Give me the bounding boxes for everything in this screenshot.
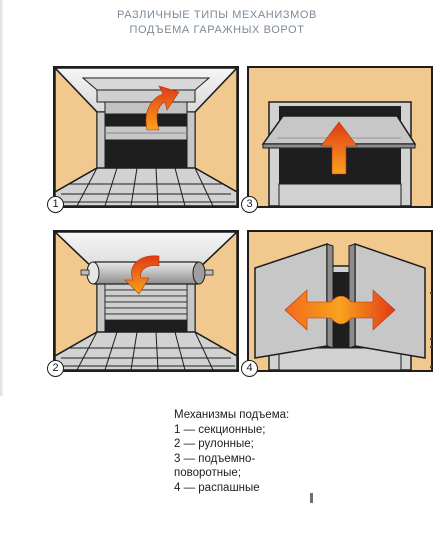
legend-title: Механизмы подъема: <box>174 409 290 421</box>
text-cursor <box>310 493 313 503</box>
roller-door-icon <box>55 232 237 370</box>
panel-up-and-over-door: 3 <box>241 66 433 213</box>
roll-down-arrow-icon <box>124 255 160 295</box>
edge-mark <box>430 366 432 368</box>
edge-mark <box>430 292 432 294</box>
legend-item: 4 — распашные <box>174 481 260 494</box>
legend-item: 3 — подъемно- <box>174 452 256 465</box>
panel-roller-door: 2 <box>47 230 239 377</box>
panel-number-badge: 1 <box>47 196 64 213</box>
panel-number-badge: 2 <box>47 360 64 377</box>
sectional-door-icon <box>55 68 237 206</box>
panel-number-badge: 3 <box>241 196 258 213</box>
title-line-1: РАЗЛИЧНЫЕ ТИПЫ МЕХАНИЗМОВ <box>117 9 317 21</box>
panel-number-badge: 4 <box>241 360 258 377</box>
curved-up-arrow-icon <box>145 85 180 131</box>
edge-mark <box>430 338 432 340</box>
up-and-over-door-icon <box>249 68 431 206</box>
page-title: РАЗЛИЧНЫЕ ТИПЫ МЕХАНИЗМОВ ПОДЪЕМА ГАРАЖН… <box>0 8 434 38</box>
legend: Механизмы подъема: 1 — секционные; 2 — р… <box>174 408 324 495</box>
panel-sectional-door: 1 <box>47 66 239 213</box>
swing-door-icon <box>249 232 431 370</box>
double-sided-arrow-icon <box>284 289 396 331</box>
left-edge-rule <box>0 0 3 396</box>
legend-item: поворотные; <box>174 467 242 479</box>
legend-item: 1 — секционные; <box>174 423 266 436</box>
edge-mark <box>430 346 432 348</box>
title-line-2: ПОДЪЕМА ГАРАЖНЫХ ВОРОТ <box>129 24 305 36</box>
legend-item: 2 — рулонные; <box>174 438 254 450</box>
up-arrow-icon <box>320 121 358 175</box>
panel-swing-door: 4 <box>241 230 433 377</box>
